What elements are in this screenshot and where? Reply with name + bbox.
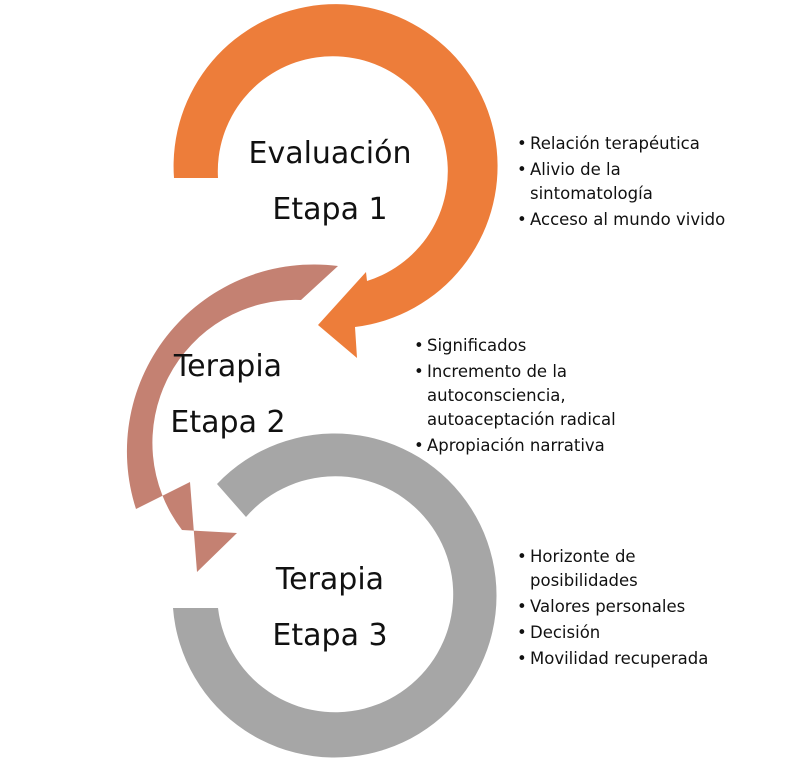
bullet-item: Movilidad recuperada [517,647,757,671]
stage-1-arc-arrow [173,4,498,359]
stage-1-name: Evaluación [248,136,412,171]
stage-2-title: Terapia Etapa 2 [128,339,328,451]
bullet-item: Apropiación narrativa [414,434,644,458]
bullet-item: Decisión [517,621,757,645]
bullet-item: Acceso al mundo vivido [517,208,757,232]
stage-2-bullets: Significados Incremento de la autoconsci… [414,334,644,460]
bullet-item: Incremento de la autoconsciencia, autoac… [414,360,627,432]
stage-1-title: Evaluación Etapa 1 [230,126,430,238]
stage-2-arc-arrow [126,264,338,572]
bullet-item: Alivio de la sintomatología [517,158,670,206]
stage-1-step: Etapa 1 [272,192,388,227]
stage-2-name: Terapia [173,349,283,384]
stage-3-name: Terapia [275,562,385,597]
stage-2-step: Etapa 2 [170,405,286,440]
stage-3-step: Etapa 3 [272,618,388,653]
bullet-item: Relación terapéutica [517,132,757,156]
stage-3-title: Terapia Etapa 3 [230,552,430,664]
bullet-item: Horizonte de posibilidades [517,545,680,593]
stage-3-bullets: Horizonte de posibilidades Valores perso… [517,545,757,673]
stage-1-bullets: Relación terapéutica Alivio de la sintom… [517,132,757,234]
bullet-item: Valores personales [517,595,757,619]
bullet-item: Significados [414,334,644,358]
